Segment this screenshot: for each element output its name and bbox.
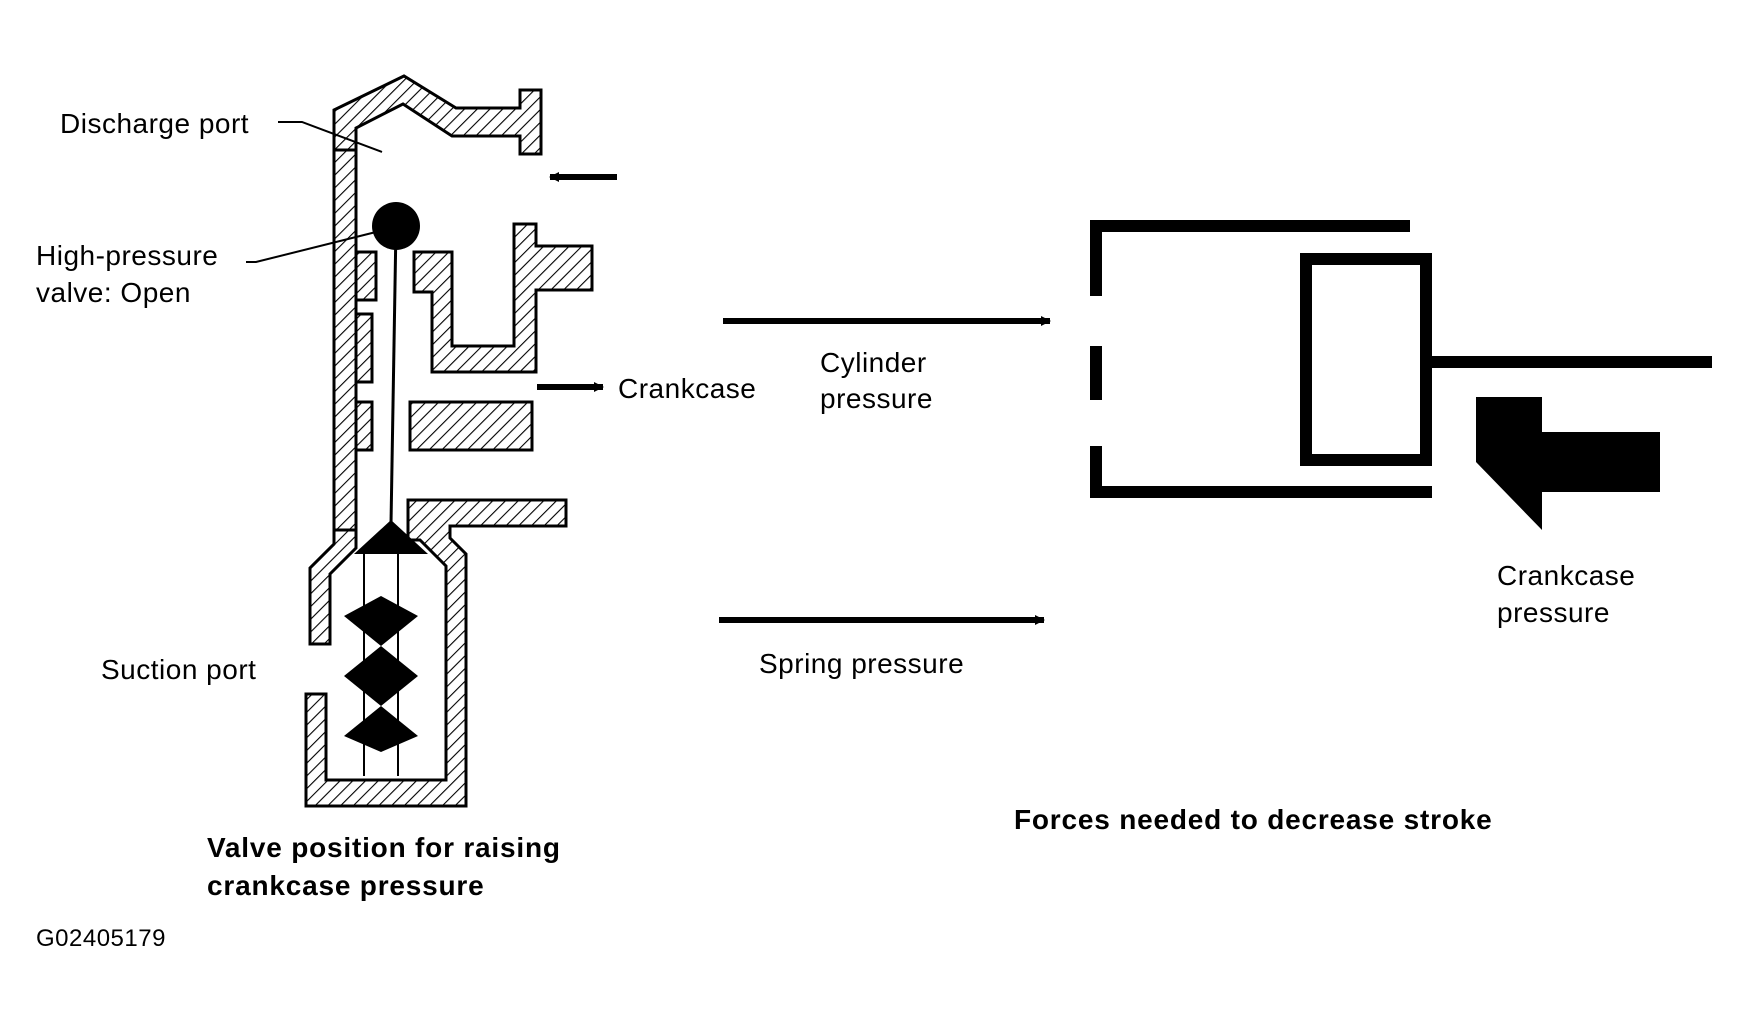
- crankcase-pressure-label-1: Crankcase: [1497, 560, 1635, 591]
- valve-left-inner-wall: [354, 250, 378, 302]
- valve-right-upper-housing: [412, 222, 594, 374]
- valve-cross-section: [304, 74, 594, 808]
- cylinder: [1090, 220, 1712, 498]
- valve-left-wall: [332, 148, 358, 532]
- crankcase-pressure-label-2: pressure: [1497, 597, 1610, 628]
- valve-stem: [389, 225, 398, 525]
- valve-lower-right-block: [304, 498, 568, 808]
- piston: [1300, 253, 1432, 466]
- forces-caption: Forces needed to decrease stroke: [1014, 804, 1492, 835]
- spring-pressure-label: Spring pressure: [759, 648, 964, 679]
- high-pressure-label-2: valve: Open: [36, 277, 191, 308]
- discharge-port-leader: [278, 121, 383, 153]
- valve-left-inner-step-2: [354, 400, 374, 452]
- crankcase-label: Crankcase: [618, 373, 756, 404]
- valve-lower-left-wall: [308, 528, 358, 646]
- valve-internals: [344, 202, 428, 776]
- crankcase-pressure-arrow: [1476, 397, 1660, 530]
- cylinder-pressure-label-1: Cylinder: [820, 347, 927, 378]
- high-pressure-label-1: High-pressure: [36, 240, 218, 271]
- figure-code: G02405179: [36, 925, 166, 952]
- valve-left-inner-step-1: [354, 312, 374, 384]
- valve-cone: [354, 520, 428, 554]
- bellows: [344, 596, 418, 752]
- high-pressure-leader: [246, 231, 377, 263]
- suction-port-label: Suction port: [101, 654, 256, 685]
- valve-top-cap: [332, 74, 543, 156]
- discharge-port-label: Discharge port: [60, 108, 249, 139]
- cylinder-pressure-label-2: pressure: [820, 383, 933, 414]
- valve-middle-block: [408, 400, 534, 452]
- valve-caption-2: crankcase pressure: [207, 870, 484, 901]
- valve-caption-1: Valve position for raising: [207, 832, 561, 863]
